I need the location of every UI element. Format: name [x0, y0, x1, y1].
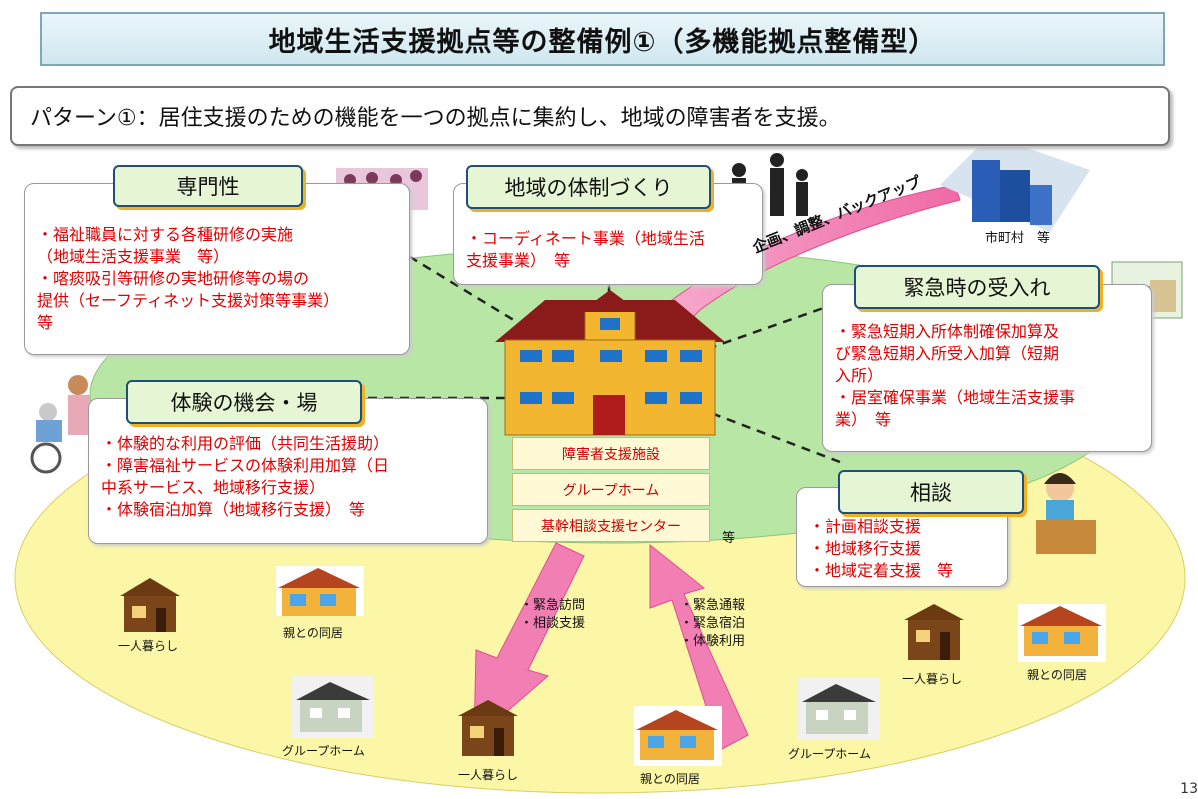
- pattern-description: パターン①：居住支援のための機能を一つの拠点に集約し、地域の障害者を支援。: [10, 86, 1170, 146]
- inbound-item: ・体験利用: [680, 634, 746, 649]
- house-single-right: [904, 604, 964, 660]
- wheelchair-caregiver-icon: [30, 375, 90, 474]
- municipality-label: 市町村 等: [985, 231, 1051, 246]
- house-group-left-caption: グループホーム: [282, 744, 365, 758]
- emergency-label: 緊急時の受入れ: [854, 265, 1100, 309]
- facility-list: 障害者支援施設 グループホーム 基幹相談支援センター: [512, 437, 710, 545]
- expertise-line: （地域生活支援事業 等）: [37, 247, 230, 266]
- facility-item: 基幹相談支援センター: [512, 509, 710, 542]
- outbound-item: ・相談支援: [520, 616, 586, 631]
- page-number: 13: [1180, 781, 1198, 797]
- experience-line: 中系サービス、地域移行支援）: [101, 478, 326, 497]
- experience-line: ・障害福祉サービスの体験利用加算（日: [101, 456, 390, 475]
- house-parents-right: [1018, 604, 1106, 662]
- consultation-staff-icon: [1036, 473, 1096, 554]
- page-title: 地域生活支援拠点等の整備例①（多機能拠点整備型）: [40, 12, 1165, 66]
- outbound-services: ・緊急訪問 ・相談支援: [520, 597, 585, 633]
- house-single-center: [458, 700, 518, 756]
- house-group-right-caption: グループホーム: [788, 747, 871, 761]
- emergency-line: 入所）: [835, 366, 884, 385]
- expertise-panel: ・福祉職員に対する各種研修の実施 （地域生活支援事業 等） ・喀痰吸引等研修の実…: [24, 183, 410, 355]
- house-group-right: [798, 678, 880, 740]
- house-single-left: [120, 578, 180, 632]
- consultation-line: ・地域定着支援 等: [809, 561, 954, 580]
- house-parents-center: [634, 706, 722, 766]
- expertise-line: 提供（セーフティネット支援対策等事業）: [37, 291, 340, 310]
- expertise-line: ・福祉職員に対する各種研修の実施: [37, 225, 294, 244]
- facility-suffix: 等: [722, 531, 736, 546]
- house-parents-center-caption: 親との同居: [640, 772, 700, 786]
- emergency-line: 業） 等: [835, 410, 892, 429]
- community-line: 支援事業） 等: [466, 251, 571, 270]
- outbound-item: ・緊急訪問: [520, 598, 586, 613]
- house-single-right-caption: 一人暮らし: [902, 672, 963, 686]
- experience-label: 体験の機会・場: [126, 380, 362, 424]
- expertise-line: 等: [37, 313, 54, 332]
- inbound-services: ・緊急通報 ・緊急宿泊 ・体験利用: [680, 597, 745, 651]
- house-single-center-caption: 一人暮らし: [458, 768, 519, 782]
- emergency-panel: ・緊急短期入所体制確保加算及 び緊急短期入所受入加算（短期 入所） ・居室確保事…: [822, 284, 1152, 452]
- house-parents-left: [276, 566, 364, 616]
- consultation-line: ・計画相談支援: [809, 517, 922, 536]
- consultation-line: ・地域移行支援: [809, 539, 922, 558]
- emergency-line: び緊急短期入所受入加算（短期: [835, 344, 1060, 363]
- emergency-line: ・緊急短期入所体制確保加算及: [835, 322, 1060, 341]
- outbound-arrow: [473, 542, 585, 742]
- facility-item: 障害者支援施設: [512, 437, 710, 470]
- emergency-line: ・居室確保事業（地域生活支援事: [835, 388, 1076, 407]
- expertise-label: 専門性: [113, 165, 303, 207]
- experience-panel: ・体験的な利用の評価（共同生活援助） ・障害福祉サービスの体験利用加算（日 中系…: [88, 398, 488, 544]
- consultation-label: 相談: [838, 470, 1024, 514]
- municipality-buildings-icon: [940, 135, 1090, 232]
- facility-item: グループホーム: [512, 473, 710, 506]
- house-group-left: [292, 676, 374, 738]
- inbound-item: ・緊急通報: [680, 598, 746, 613]
- community-line: ・コーディネート事業（地域生活: [466, 229, 705, 248]
- house-parents-left-caption: 親との同居: [283, 626, 343, 640]
- house-single-left-caption: 一人暮らし: [118, 639, 179, 653]
- community-label: 地域の体制づくり: [466, 165, 711, 209]
- experience-line: ・体験宿泊加算（地域移行支援） 等: [101, 500, 366, 519]
- support-facility-building: [495, 290, 725, 436]
- experience-line: ・体験的な利用の評価（共同生活援助）: [101, 434, 390, 453]
- inbound-item: ・緊急宿泊: [680, 616, 746, 631]
- expertise-line: ・喀痰吸引等研修の実地研修等の場の: [37, 269, 310, 288]
- house-parents-right-caption: 親との同居: [1027, 668, 1087, 682]
